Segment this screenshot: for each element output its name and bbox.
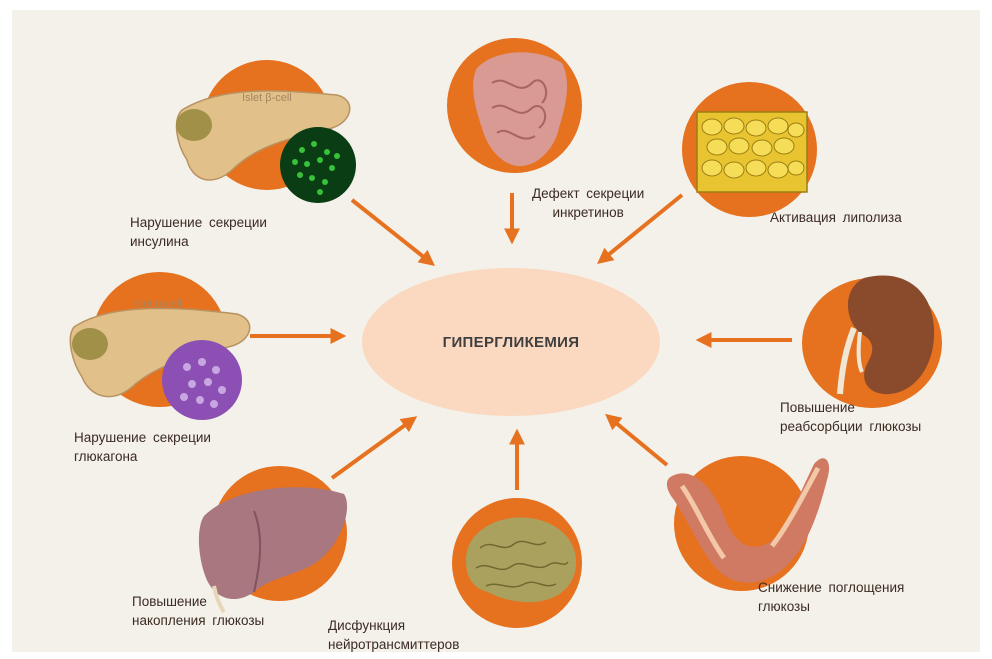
label-liver: Повышение накопления глюкозы: [132, 592, 264, 630]
node-kidney: [802, 268, 962, 408]
center-label: ГИПЕРГЛИКЕМИЯ: [443, 334, 580, 351]
label-brain: Дисфункция нейротрансмиттеров: [328, 616, 459, 654]
label-glucagon: Нарушение секреции глюкагона: [74, 428, 211, 466]
brain-icon: [452, 498, 592, 628]
intestine-icon: [447, 38, 587, 178]
label-incretin: Дефект секреции инкретинов: [532, 184, 644, 222]
hyperglycemia-center: ГИПЕРГЛИКЕМИЯ: [362, 268, 660, 416]
pancreas-beta-icon: [162, 60, 362, 210]
node-brain: [452, 498, 592, 628]
arrow-insulin: [352, 200, 430, 262]
node-insulin: Islet β-cell: [162, 60, 362, 210]
node-muscle: [662, 446, 842, 596]
arm-muscle-icon: [662, 446, 842, 596]
label-insulin: Нарушение секреции инсулина: [130, 213, 267, 251]
pancreas-alpha-icon: [62, 272, 272, 432]
label-kidney: Повышение реабсорбции глюкозы: [780, 398, 921, 436]
label-muscle: Снижение поглощения глюкозы: [758, 578, 904, 616]
islet-alpha-label: Islet α-cell: [132, 298, 182, 310]
islet-beta-label: Islet β-cell: [242, 92, 292, 104]
label-lipolysis: Активация липолиза: [770, 208, 902, 227]
node-incretin: [447, 38, 587, 178]
node-glucagon: Islet α-cell: [62, 272, 272, 432]
diagram-canvas: ГИПЕРГЛИКЕМИЯ Islet β-cell Нарушение сек…: [12, 10, 980, 652]
kidney-icon: [802, 268, 962, 408]
node-lipolysis: [672, 82, 822, 222]
adipose-tissue-icon: [672, 82, 822, 222]
arrow-muscle: [610, 418, 667, 465]
